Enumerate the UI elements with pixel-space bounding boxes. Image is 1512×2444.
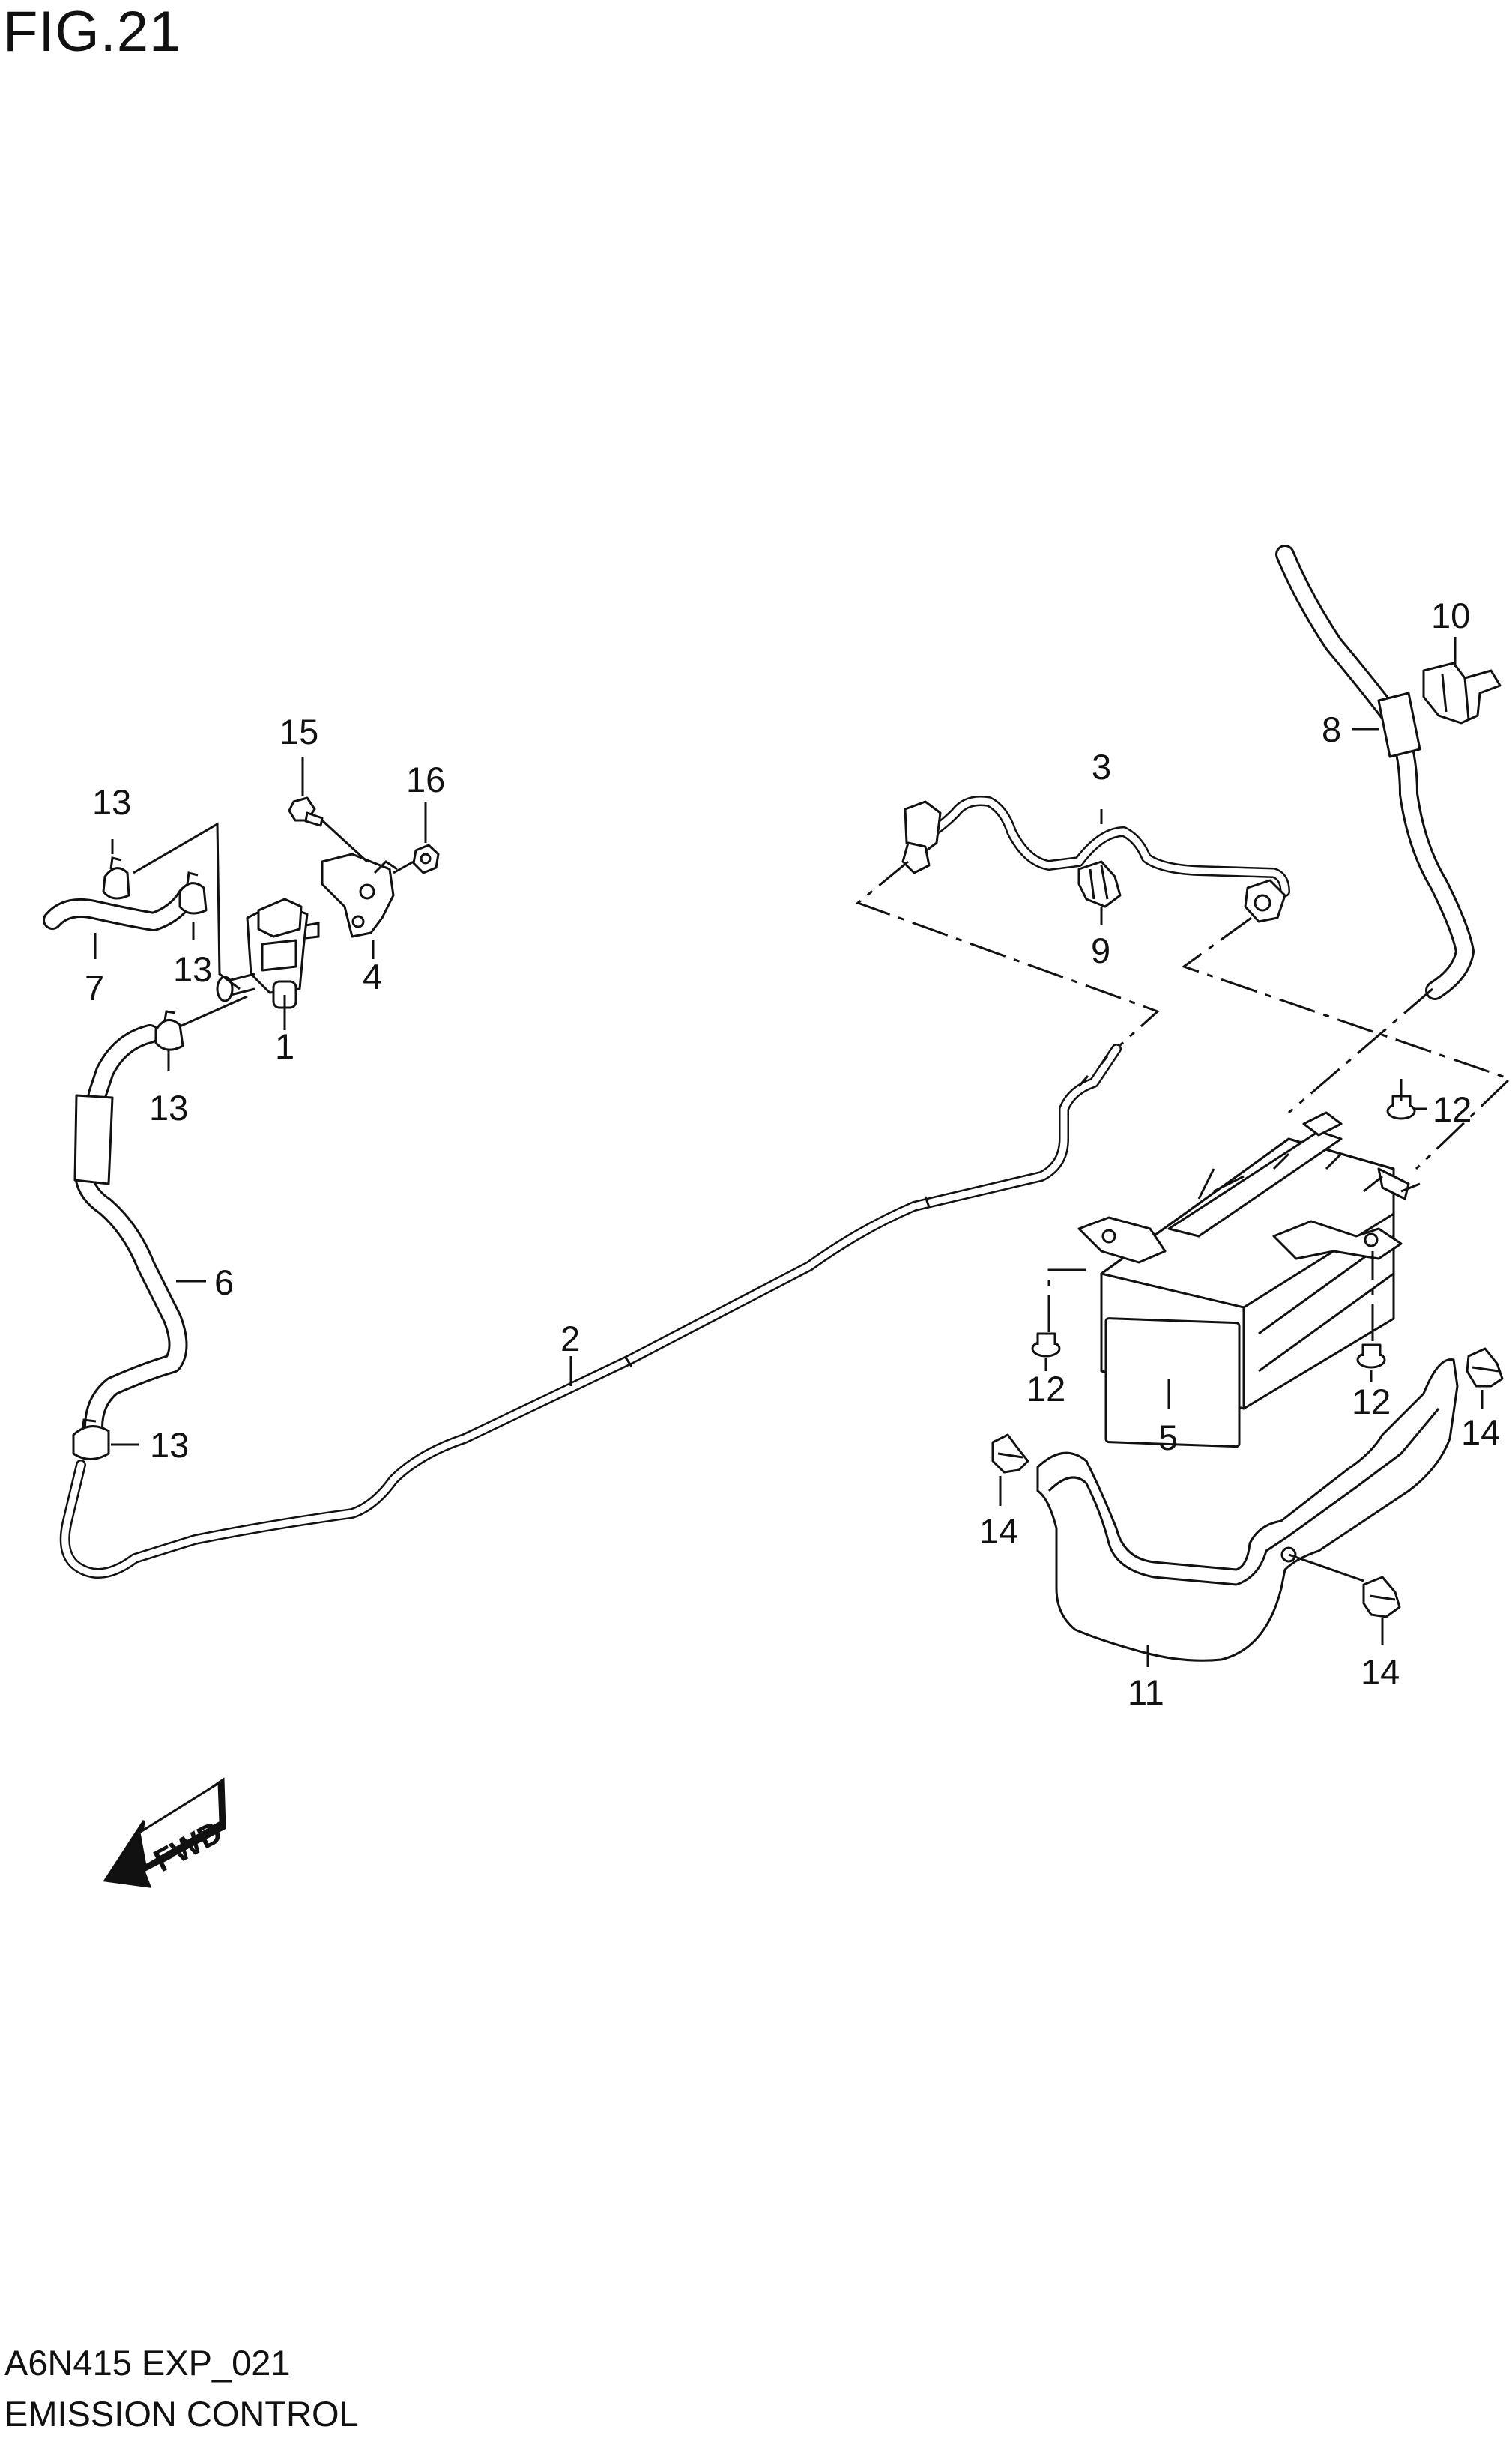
callout-6: 6 xyxy=(214,1262,234,1302)
callout-11: 11 xyxy=(1128,1672,1164,1712)
callout-3: 3 xyxy=(1092,747,1111,787)
callout-13-c: 13 xyxy=(149,1088,188,1128)
callout-12-a: 12 xyxy=(1026,1369,1065,1409)
callout-14-b: 14 xyxy=(1461,1412,1500,1452)
diagram-name: EMISSION CONTROL xyxy=(4,2394,359,2434)
clamp-13-b xyxy=(178,871,208,915)
assembly-line-left xyxy=(133,822,241,990)
canister-5 xyxy=(1077,1111,1421,1448)
callout-labels: 1 2 3 4 5 6 7 8 9 10 11 12 12 12 13 13 1… xyxy=(85,596,1500,1712)
assembly-line-3-2 xyxy=(856,860,1160,1047)
callout-16: 16 xyxy=(406,760,445,799)
clamp-13-c xyxy=(154,1010,184,1051)
clip-14-b xyxy=(1466,1347,1504,1388)
hose-6 xyxy=(73,1024,188,1452)
assembly-line-8-5 xyxy=(1288,987,1433,1114)
clip-14-c xyxy=(1362,1576,1401,1618)
callout-9: 9 xyxy=(1091,931,1110,970)
assembly-line-left-2 xyxy=(179,995,248,1028)
callout-2: 2 xyxy=(560,1319,580,1358)
callout-8: 8 xyxy=(1322,710,1341,749)
fwd-arrow-icon: FWD xyxy=(103,1777,228,1888)
callout-10: 10 xyxy=(1431,596,1470,635)
callout-12-c: 12 xyxy=(1433,1089,1472,1129)
grommet-12-b xyxy=(1356,1343,1386,1369)
callout-4: 4 xyxy=(363,957,382,996)
assembly-line-3-5 xyxy=(1181,916,1512,1170)
grommet-12-a xyxy=(1031,1332,1061,1358)
nut-16 xyxy=(393,844,440,874)
clip-10 xyxy=(1422,662,1502,725)
callout-14-c: 14 xyxy=(1361,1652,1400,1692)
hose-7 xyxy=(43,886,197,931)
callout-5: 5 xyxy=(1158,1418,1178,1457)
callout-14-a: 14 xyxy=(979,1511,1018,1551)
callout-15: 15 xyxy=(279,712,318,751)
figure-title: FIG.21 xyxy=(3,0,182,64)
purge-valve-1 xyxy=(216,898,320,1009)
pipe-2 xyxy=(59,1044,1122,1579)
guide-line-12-a xyxy=(1047,1268,1094,1332)
hose-8 xyxy=(1275,545,1475,1000)
cover-11 xyxy=(1036,1358,1459,1662)
pipe-3 xyxy=(901,796,1290,923)
clamp-13-a xyxy=(102,856,130,900)
callout-7: 7 xyxy=(85,968,104,1008)
callout-13-a: 13 xyxy=(92,782,131,822)
callout-13-d: 13 xyxy=(150,1425,189,1465)
diagram-code: A6N415 EXP_021 xyxy=(4,2343,291,2383)
callout-13-b: 13 xyxy=(173,949,212,989)
clip-9 xyxy=(1077,860,1122,908)
callout-12-b: 12 xyxy=(1352,1382,1391,1421)
clip-14-a xyxy=(991,1433,1029,1474)
clamp-13-d xyxy=(72,1418,110,1460)
bracket-4 xyxy=(321,853,398,938)
leader-lines xyxy=(94,637,1484,1667)
callout-1: 1 xyxy=(275,1026,294,1066)
bolt-15 xyxy=(288,796,369,863)
